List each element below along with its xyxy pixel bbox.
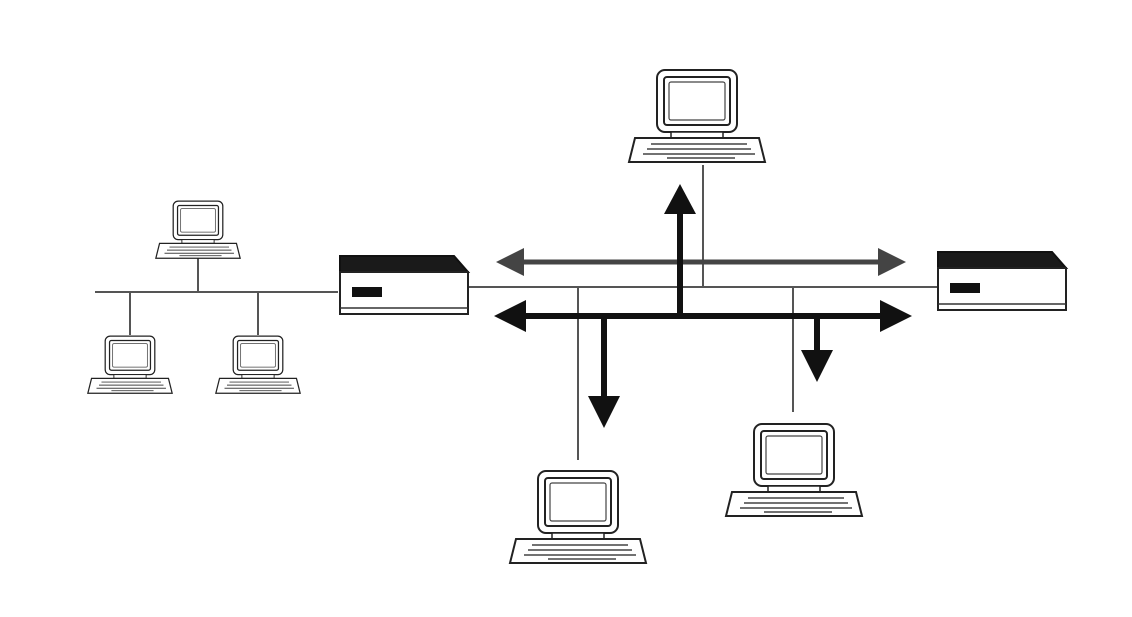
network-device-icon-right — [937, 251, 1067, 311]
computer-icon-bottom-right — [725, 423, 863, 517]
arrow-upper-bidirectional — [496, 248, 906, 276]
computer-icon-top-center — [628, 69, 766, 163]
arrow-up-to-top-pc — [664, 184, 696, 314]
computer-icon-left-bottom-1 — [87, 335, 173, 394]
computer-icon-left-top — [155, 200, 241, 259]
network-device-icon-left — [339, 255, 469, 315]
computer-icon-bottom-center — [509, 470, 647, 564]
arrow-down-to-bottom-right-pc — [801, 318, 833, 382]
arrow-lower-bidirectional — [494, 300, 912, 332]
arrow-down-to-bottom-center-pc — [588, 318, 620, 428]
computer-icon-left-bottom-2 — [215, 335, 301, 394]
